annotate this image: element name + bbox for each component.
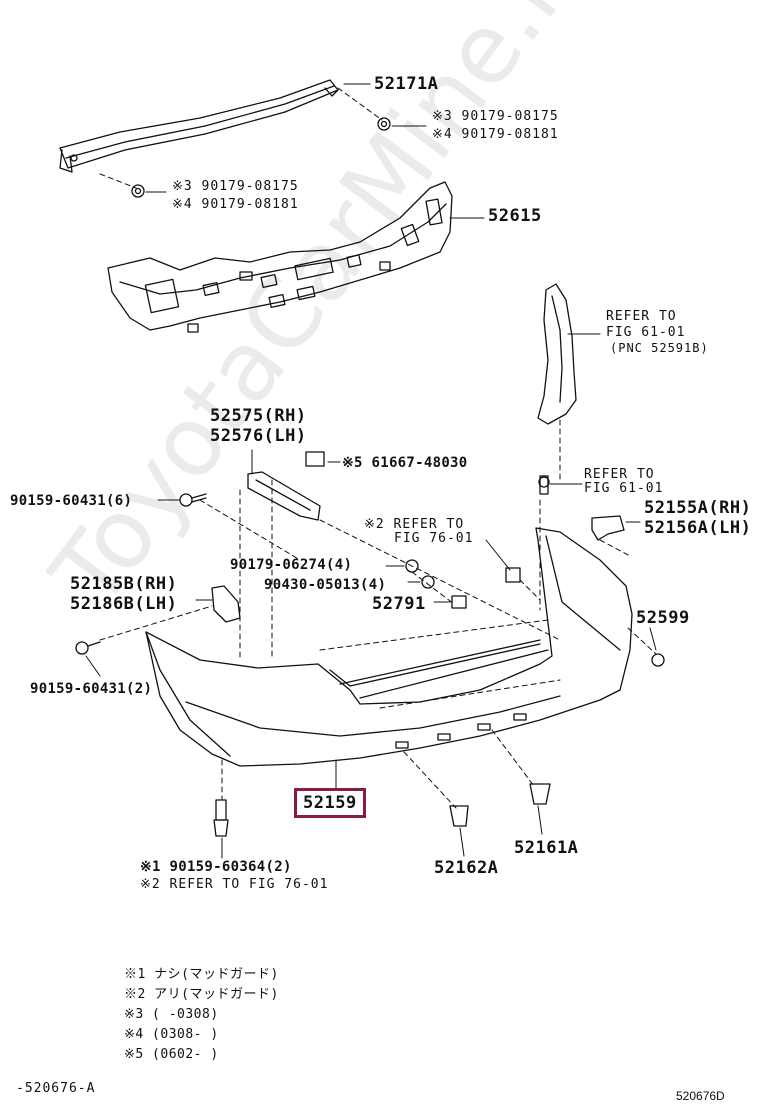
label-52161A: 52161A xyxy=(514,838,579,858)
label-bolt-60431-2: 90159-60431(2) xyxy=(30,681,153,697)
label-c5: ※5 61667-48030 xyxy=(342,455,468,471)
clip-52599[interactable] xyxy=(651,653,665,667)
label-c4a: ※4 90179-08181 xyxy=(432,127,559,142)
label-05013: 90430-05013(4) xyxy=(264,577,387,593)
label-c3b: ※3 90179-08175 xyxy=(172,179,299,194)
pad-61667[interactable] xyxy=(305,451,325,467)
label-r2refb: FIG 76-01 xyxy=(394,531,474,546)
label-f2: ※2 REFER TO FIG 76-01 xyxy=(140,877,329,892)
clip-52791[interactable] xyxy=(451,595,467,609)
label-52575: 52575(RH) xyxy=(210,406,307,426)
label-52171A: 52171A xyxy=(374,74,439,94)
washer-90430-05013[interactable] xyxy=(421,575,435,589)
side-bracket[interactable] xyxy=(537,283,577,425)
footer-code-left: -520676-A xyxy=(16,1081,96,1096)
label-f1: ※1 90159-60364(2) xyxy=(140,859,292,875)
note-1: ※1 ナシ(マッドガード) xyxy=(124,967,279,982)
bracket-52185B[interactable] xyxy=(211,585,241,623)
note-5: ※5 (0602- ) xyxy=(124,1047,219,1062)
note-2: ※2 アリ(マッドガード) xyxy=(124,987,279,1002)
retainer-52155A[interactable] xyxy=(591,515,625,541)
label-52599: 52599 xyxy=(636,608,690,628)
bolt-90159-60431-2[interactable] xyxy=(75,641,101,655)
label-52576: 52576(LH) xyxy=(210,426,307,446)
bracket-52575[interactable] xyxy=(247,471,321,521)
label-ref2: REFER TO xyxy=(584,467,655,482)
label-06274: 90179-06274(4) xyxy=(230,557,353,573)
bolt-90159-60431-6[interactable] xyxy=(179,493,207,507)
label-ref1b: FIG 61-01 xyxy=(606,325,686,340)
label-ref1c: (PNC 52591B) xyxy=(610,341,709,355)
label-r2ref: ※2 REFER TO xyxy=(364,517,465,532)
label-52615: 52615 xyxy=(488,206,542,226)
label-52791: 52791 xyxy=(372,594,426,614)
label-52155A: 52155A(RH) xyxy=(644,498,752,518)
footer-code-right: 520676D xyxy=(676,1089,725,1103)
bolt-fig61[interactable] xyxy=(538,475,550,495)
clip-52162A[interactable] xyxy=(449,805,469,827)
label-52185B: 52185B(RH) xyxy=(70,574,178,594)
leader-lines xyxy=(85,83,657,859)
clip-nut-upper[interactable] xyxy=(377,117,391,131)
label-ref2b: FIG 61-01 xyxy=(584,481,664,496)
label-c4b: ※4 90179-08181 xyxy=(172,197,299,212)
clip-refer-fig76[interactable] xyxy=(505,567,521,583)
clip-nut-left[interactable] xyxy=(131,184,145,198)
label-52186B: 52186B(LH) xyxy=(70,594,178,614)
clip-52161A[interactable] xyxy=(529,783,551,805)
energy-absorber-52615[interactable] xyxy=(107,181,453,333)
label-52156A: 52156A(LH) xyxy=(644,518,752,538)
label-bolt-60431-6: 90159-60431(6) xyxy=(10,493,133,509)
screw-90159-60364[interactable] xyxy=(213,799,229,837)
note-3: ※3 ( -0308) xyxy=(124,1007,219,1022)
label-c3a: ※3 90179-08175 xyxy=(432,109,559,124)
reinforcement-bar-52171A[interactable] xyxy=(59,79,339,173)
label-52162A: 52162A xyxy=(434,858,499,878)
dashed-lines xyxy=(99,87,657,809)
bumper-cover-52159[interactable] xyxy=(145,527,633,767)
label-52159-highlighted[interactable]: 52159 xyxy=(294,788,366,818)
label-ref1: REFER TO xyxy=(606,309,677,324)
note-4: ※4 (0308- ) xyxy=(124,1027,219,1042)
